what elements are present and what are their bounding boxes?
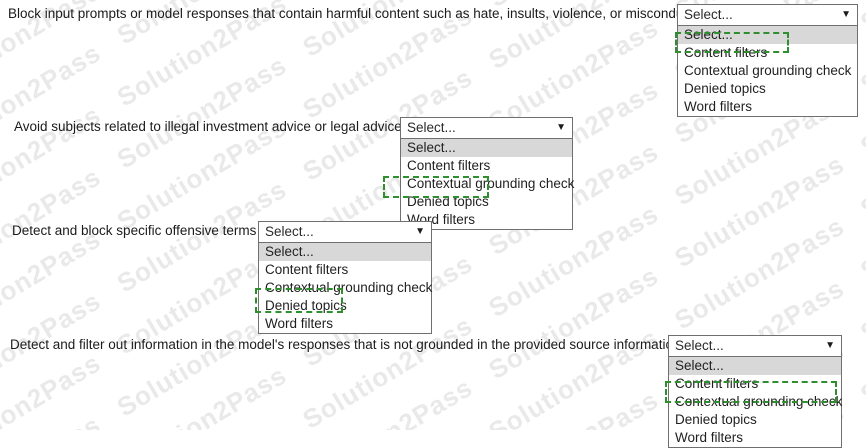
dropdown-option-contextual-grounding-check[interactable]: Contextual grounding check xyxy=(684,63,852,78)
dropdown-option-denied-topics[interactable]: Denied topics xyxy=(684,81,766,96)
dropdown-value-4: Select... xyxy=(675,338,724,353)
dropdown-combo-1[interactable]: Select... ▼ xyxy=(677,4,858,26)
dropdown-options-4[interactable]: Select... Content filters Contextual gro… xyxy=(668,357,842,448)
dropdown-option-select[interactable]: Select... xyxy=(678,26,857,44)
dropdown-combo-4[interactable]: Select... ▼ xyxy=(668,335,842,357)
dropdown-option-contextual-grounding-check[interactable]: Contextual grounding check xyxy=(407,176,575,191)
question-label-3: Detect and block specific offensive term… xyxy=(12,223,257,238)
question-page: Block input prompts or model responses t… xyxy=(8,4,858,448)
dropdown-option-contextual-grounding-check[interactable]: Contextual grounding check xyxy=(265,280,433,295)
chevron-down-icon: ▼ xyxy=(415,226,425,237)
dropdown-option-denied-topics[interactable]: Denied topics xyxy=(675,412,757,427)
dropdown-options-2[interactable]: Select... Content filters Contextual gro… xyxy=(400,139,575,230)
question-label-2: Avoid subjects related to illegal invest… xyxy=(14,119,402,134)
dropdown-combo-3[interactable]: Select... ▼ xyxy=(258,221,432,243)
dropdown-value-1: Select... xyxy=(684,7,733,22)
dropdown-option-select[interactable]: Select... xyxy=(259,243,431,261)
dropdown-options-3[interactable]: Select... Content filters Contextual gro… xyxy=(258,243,432,334)
dropdown-option-select[interactable]: Select... xyxy=(401,139,572,157)
dropdown-option-select[interactable]: Select... xyxy=(669,357,841,375)
dropdown-option-word-filters[interactable]: Word filters xyxy=(675,430,744,445)
chevron-down-icon: ▼ xyxy=(556,122,566,133)
chevron-down-icon: ▼ xyxy=(841,9,851,20)
dropdown-options-1[interactable]: Select... Content filters Contextual gro… xyxy=(677,26,858,117)
dropdown-option-content-filters[interactable]: Content filters xyxy=(675,376,759,391)
dropdown-value-2: Select... xyxy=(407,120,456,135)
question-label-4: Detect and filter out information in the… xyxy=(10,337,681,352)
chevron-down-icon: ▼ xyxy=(825,340,835,351)
dropdown-value-3: Select... xyxy=(265,224,314,239)
dropdown-option-contextual-grounding-check[interactable]: Contextual grounding check xyxy=(675,394,843,409)
question-label-1: Block input prompts or model responses t… xyxy=(8,6,694,21)
dropdown-option-content-filters[interactable]: Content filters xyxy=(265,262,349,277)
dropdown-option-word-filters[interactable]: Word filters xyxy=(684,99,753,114)
dropdown-combo-2[interactable]: Select... ▼ xyxy=(400,117,573,139)
dropdown-option-word-filters[interactable]: Word filters xyxy=(265,316,334,331)
dropdown-option-content-filters[interactable]: Content filters xyxy=(407,158,491,173)
dropdown-option-denied-topics[interactable]: Denied topics xyxy=(265,298,347,313)
dropdown-option-content-filters[interactable]: Content filters xyxy=(684,45,768,60)
dropdown-option-denied-topics[interactable]: Denied topics xyxy=(407,194,489,209)
